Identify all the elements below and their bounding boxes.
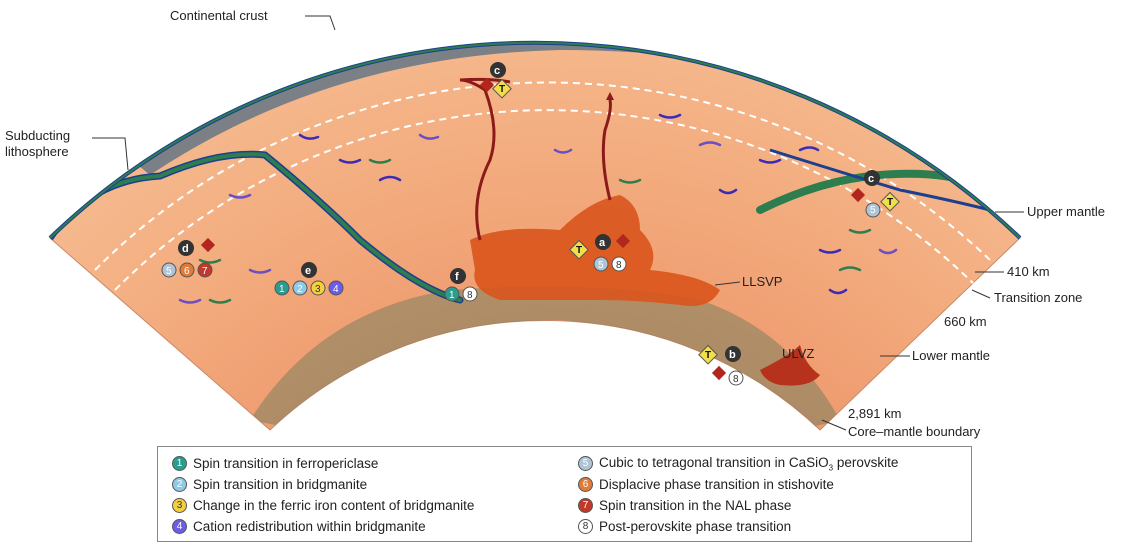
legend-box: 1 Spin transition in ferropericlase 2 Sp…	[157, 446, 972, 542]
label-2891km: 2,891 km	[848, 406, 901, 421]
svg-text:1: 1	[449, 290, 455, 301]
legend-number-4: 4	[172, 519, 187, 534]
legend-text: Spin transition in the NAL phase	[599, 498, 791, 513]
legend-number-8: 8	[578, 519, 593, 534]
t-badge-right: T	[887, 197, 893, 208]
label-660km: 660 km	[944, 314, 987, 329]
legend-item: 5 Cubic to tetragonal transition in CaSi…	[578, 453, 898, 474]
legend-number-7: 7	[578, 498, 593, 513]
svg-text:3: 3	[315, 284, 321, 295]
marker-letter-f: f	[455, 271, 459, 283]
legend-text: Displacive phase transition in stishovit…	[599, 477, 834, 492]
legend-item: 7 Spin transition in the NAL phase	[578, 495, 898, 516]
legend-text: Change in the ferric iron content of bri…	[193, 498, 474, 513]
label-subducting-1: Subducting	[5, 128, 70, 143]
svg-text:T: T	[576, 245, 582, 256]
label-lower-mantle: Lower mantle	[912, 348, 990, 363]
marker-letter-c-right: c	[868, 173, 874, 185]
legend-text: Cation redistribution within bridgmanite	[193, 519, 426, 534]
svg-text:5: 5	[166, 266, 172, 277]
marker-letter-b: b	[729, 349, 736, 361]
svg-text:8: 8	[467, 290, 473, 301]
legend-right-column: 5 Cubic to tetragonal transition in CaSi…	[578, 453, 898, 537]
label-continental-crust: Continental crust	[170, 8, 268, 23]
legend-number-5: 5	[578, 456, 593, 471]
legend-text: Spin transition in ferropericlase	[193, 456, 378, 471]
svg-text:5: 5	[598, 260, 604, 271]
label-upper-mantle: Upper mantle	[1027, 204, 1105, 219]
svg-text:7: 7	[202, 266, 208, 277]
svg-text:4: 4	[333, 284, 339, 295]
legend-item: 4 Cation redistribution within bridgmani…	[172, 516, 474, 537]
legend-number-2: 2	[172, 477, 187, 492]
svg-text:T: T	[705, 350, 711, 361]
marker-letter-d: d	[182, 243, 189, 255]
svg-text:5: 5	[870, 205, 876, 216]
label-llsvp: LLSVP	[742, 274, 782, 289]
legend-item: 1 Spin transition in ferropericlase	[172, 453, 474, 474]
label-410km: 410 km	[1007, 264, 1050, 279]
svg-text:1: 1	[279, 284, 285, 295]
marker-letter-a: a	[599, 237, 606, 249]
legend-text: Spin transition in bridgmanite	[193, 477, 367, 492]
legend-number-1: 1	[172, 456, 187, 471]
legend-item: 8 Post-perovskite phase transition	[578, 516, 898, 537]
marker-letter-e: e	[305, 265, 311, 277]
legend-item: 6 Displacive phase transition in stishov…	[578, 474, 898, 495]
t-badge: T	[499, 84, 505, 95]
svg-text:8: 8	[733, 374, 739, 385]
legend-left-column: 1 Spin transition in ferropericlase 2 Sp…	[172, 453, 474, 537]
legend-text: Cubic to tetragonal transition in CaSiO3…	[599, 455, 898, 473]
legend-number-3: 3	[172, 498, 187, 513]
label-transition-zone: Transition zone	[994, 290, 1082, 305]
legend-item: 3 Change in the ferric iron content of b…	[172, 495, 474, 516]
label-subducting-2: lithosphere	[5, 144, 69, 159]
legend-number-6: 6	[578, 477, 593, 492]
legend-text: Post-perovskite phase transition	[599, 519, 791, 534]
legend-item: 2 Spin transition in bridgmanite	[172, 474, 474, 495]
svg-text:6: 6	[184, 266, 190, 277]
svg-text:8: 8	[616, 260, 622, 271]
marker-letter-c: c	[494, 65, 500, 77]
label-cmb: Core–mantle boundary	[848, 424, 981, 439]
label-ulvz: ULVZ	[782, 346, 814, 361]
svg-text:2: 2	[297, 284, 303, 295]
